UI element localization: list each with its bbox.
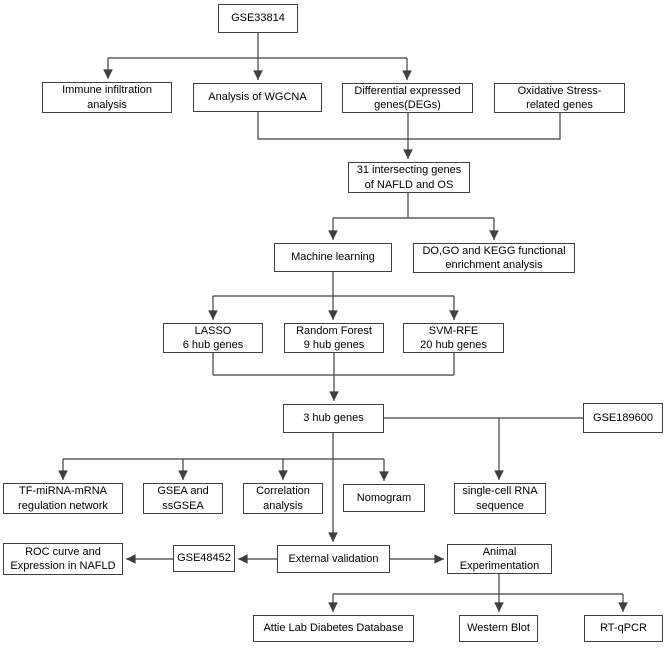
node-svm-rfe: SVM-RFE 20 hub genes xyxy=(403,323,504,353)
node-gse189600: GSE189600 xyxy=(583,403,663,433)
node-gse33814: GSE33814 xyxy=(218,4,298,33)
node-animal-experimentation: Animal Experimentation xyxy=(447,544,552,574)
node-intersecting-genes: 31 intersecting genes of NAFLD and OS xyxy=(348,162,470,193)
node-lasso: LASSO 6 hub genes xyxy=(163,323,263,353)
node-random-forest: Random Forest 9 hub genes xyxy=(284,323,384,353)
node-degs: Differential expressed genes(DEGs) xyxy=(342,83,473,113)
node-machine-learning: Machine learning xyxy=(274,243,392,272)
node-oxidative-stress: Oxidative Stress- related genes xyxy=(494,83,625,113)
node-gse48452: GSE48452 xyxy=(173,545,235,572)
node-western-blot: Western Blot xyxy=(459,615,538,642)
node-wgcna: Analysis of WGCNA xyxy=(193,83,322,112)
node-external-validation: External validation xyxy=(277,545,390,573)
node-enrichment-analysis: DO,GO and KEGG functional enrichment ana… xyxy=(413,243,575,273)
node-single-cell-rna: single-cell RNA sequence xyxy=(454,483,546,514)
node-nomogram: Nomogram xyxy=(343,484,425,512)
node-roc-expression: ROC curve and Expression in NAFLD xyxy=(3,543,123,575)
node-immune-infiltration: Immune infiltration analysis xyxy=(42,82,172,113)
node-tf-mirna-network: TF-miRNA-mRNA regulation network xyxy=(3,483,123,514)
node-hub-genes: 3 hub genes xyxy=(283,404,384,433)
node-rt-qpcr: RT-qPCR xyxy=(584,615,663,642)
node-gsea-ssgsea: GSEA and ssGSEA xyxy=(143,483,223,514)
node-correlation-analysis: Correlation analysis xyxy=(243,483,323,514)
node-attie-lab-database: Attie Lab Diabetes Database xyxy=(253,615,414,642)
